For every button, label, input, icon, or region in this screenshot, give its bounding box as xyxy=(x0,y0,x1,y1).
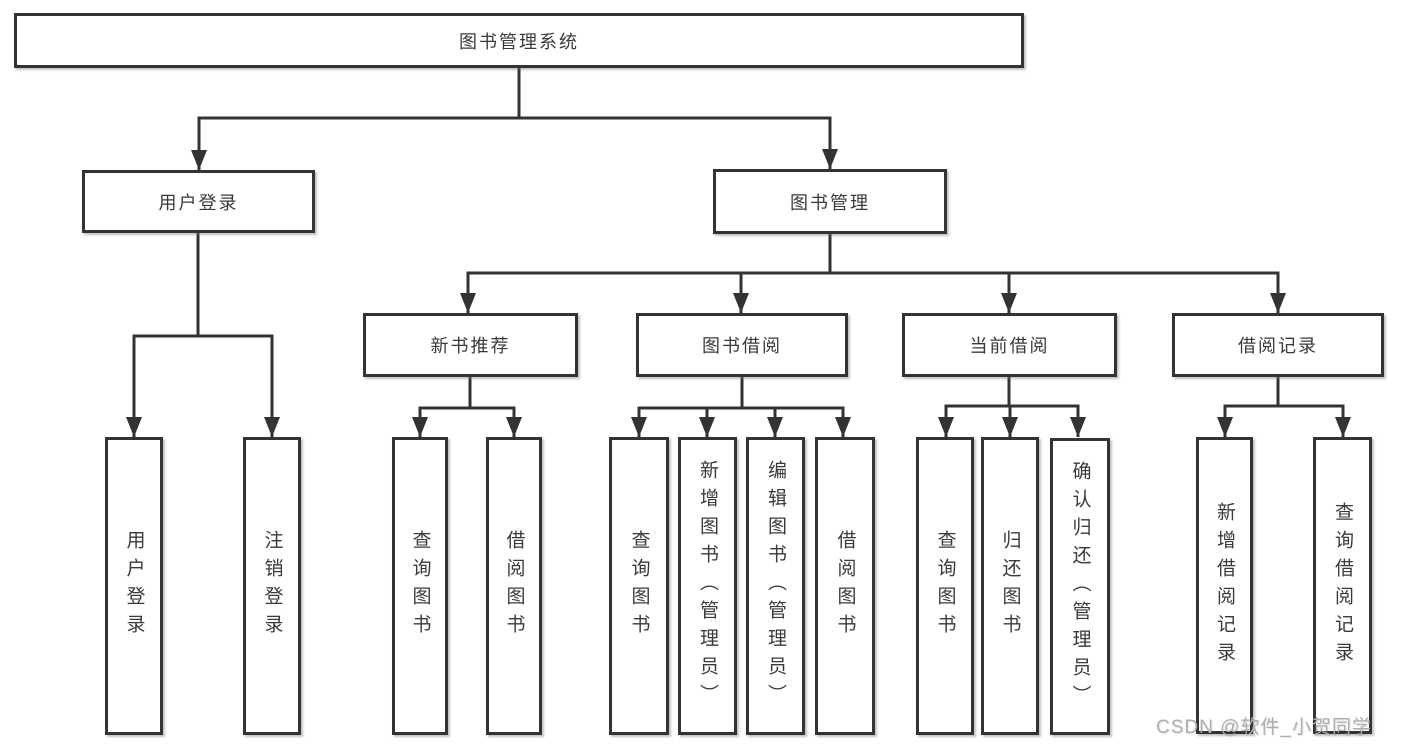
connector-current-borrow-children xyxy=(938,377,1086,437)
leaf-user-login: 用户登录 xyxy=(105,437,163,735)
leaf-borrow-add-books-admin: 新增图书（管理员） xyxy=(678,437,737,735)
node-current-borrow: 当前借阅 xyxy=(902,313,1117,377)
leaf-newrec-borrow-books: 借阅图书 xyxy=(486,437,542,735)
connector-user-login-children xyxy=(126,233,280,437)
leaf-borrow-borrow-books: 借阅图书 xyxy=(815,437,875,735)
node-root: 图书管理系统 xyxy=(14,13,1024,68)
watermark: CSDN @软件_小贺同学 xyxy=(1156,717,1372,738)
leaf-current-return-books: 归还图书 xyxy=(981,437,1039,735)
leaf-newrec-query-books: 查询图书 xyxy=(392,437,448,735)
connector-new-recommend-children xyxy=(412,377,522,437)
node-book-borrow: 图书借阅 xyxy=(636,313,848,377)
connector-root-to-level2 xyxy=(191,68,838,170)
leaf-borrow-edit-books-admin: 编辑图书（管理员） xyxy=(746,437,805,735)
connector-book-mgmt-to-level3 xyxy=(460,234,1286,313)
node-borrow-records: 借阅记录 xyxy=(1172,313,1384,377)
leaf-records-query-record: 查询借阅记录 xyxy=(1313,437,1372,734)
leaf-borrow-query-books: 查询图书 xyxy=(609,437,669,735)
connector-borrow-records-children xyxy=(1217,377,1351,437)
node-book-management: 图书管理 xyxy=(713,169,947,234)
node-new-book-recommend: 新书推荐 xyxy=(363,313,578,377)
connector-book-borrow-children xyxy=(631,377,851,437)
node-user-login: 用户登录 xyxy=(82,170,315,233)
leaf-logout: 注销登录 xyxy=(243,437,301,735)
leaf-records-add-record: 新增借阅记录 xyxy=(1196,437,1253,734)
leaf-current-query-books: 查询图书 xyxy=(916,437,974,735)
leaf-current-confirm-return-admin: 确认归还（管理员） xyxy=(1050,438,1110,735)
